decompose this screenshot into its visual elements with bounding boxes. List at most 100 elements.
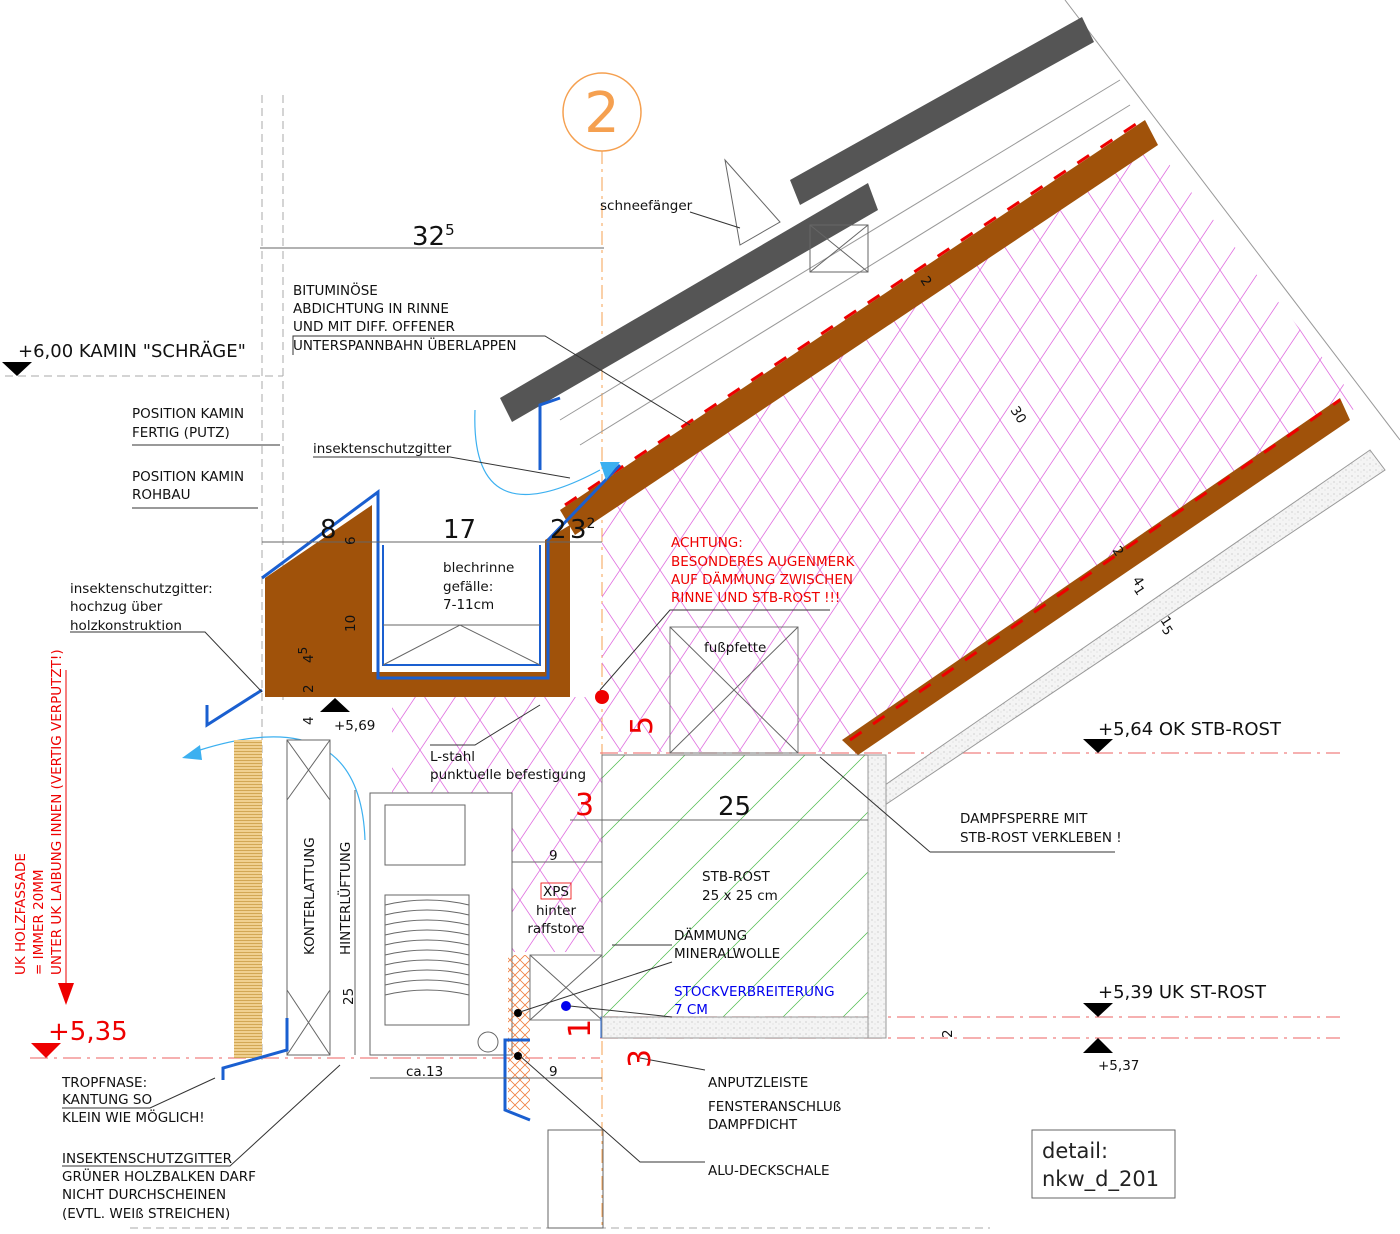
membrane-overlap: [546, 463, 622, 542]
svg-text:POSITION KAMIN: POSITION KAMIN: [132, 406, 244, 422]
svg-text:KLEIN WIE MÖGLICH!: KLEIN WIE MÖGLICH!: [62, 1108, 205, 1126]
dim-red-5: 5: [625, 716, 660, 735]
detail-marker-circle: [562, 72, 642, 152]
svg-text:INSEKTENSCHUTZGITTER: INSEKTENSCHUTZGITTER: [62, 1151, 232, 1167]
dim-2: 2: [550, 515, 567, 545]
drip-edge-top: [538, 396, 561, 470]
svg-text:ABDICHTUNG IN RINNE: ABDICHTUNG IN RINNE: [293, 301, 449, 317]
batten-line: [559, 79, 1121, 421]
dim-2b: 2: [301, 684, 317, 693]
airflow-arrow-top: [474, 409, 601, 495]
dim-red-3: 3: [575, 788, 594, 823]
note-insektenschutzgitter: insektenschutzgitter: [313, 441, 452, 457]
frame-cross: [529, 954, 603, 1021]
roof-insulation: [572, 140, 1360, 752]
svg-text:hochzug über: hochzug über: [70, 599, 163, 615]
level-marker-kamin: [2, 362, 32, 376]
svg-text:STOCKVERBREITERUNG: STOCKVERBREITERUNG: [674, 984, 835, 1000]
leader-lines: [62, 211, 1115, 1167]
svg-text:detail:: detail:: [1042, 1139, 1108, 1163]
detail-title-box: detail: nkw_d_201: [1031, 1129, 1176, 1199]
svg-text:L-stahl: L-stahl: [430, 749, 475, 765]
red-point: [595, 690, 609, 704]
dim-4: 4: [301, 716, 317, 725]
raffstore-lamellas: [384, 894, 470, 1026]
window-insulation: [508, 955, 530, 1110]
note-fensteranschluss: FENSTERANSCHLUß DAMPFDICHT: [708, 1099, 841, 1133]
note-xps: XPS hinter raffstore: [527, 882, 585, 937]
dim-3-2: 32: [570, 515, 595, 545]
svg-text:BITUMINÖSE: BITUMINÖSE: [293, 281, 378, 299]
level-569: +5,69: [334, 718, 375, 734]
leader-dot: [514, 1009, 522, 1017]
level-marker-535: [31, 1043, 61, 1058]
note-insekt-hochzug: insektenschutzgitter: hochzug über holzk…: [70, 581, 213, 634]
roof-tile-upper: [790, 17, 1094, 205]
level-marker-569: [320, 698, 350, 712]
svg-text:punktuelle befestigung: punktuelle befestigung: [430, 767, 586, 783]
level-marker-537: [1083, 1038, 1113, 1053]
concrete-beam: [601, 754, 869, 1018]
note-bitumen: BITUMINÖSE ABDICHTUNG IN RINNE UND MIT D…: [293, 281, 516, 354]
svg-text:25 x 25 cm: 25 x 25 cm: [702, 888, 778, 904]
vapour-barrier-upper: [564, 116, 1146, 507]
svg-text:ACHTUNG:: ACHTUNG:: [671, 535, 743, 551]
svg-text:= IMMER 20MM: = IMMER 20MM: [31, 869, 47, 975]
dim-ca-13: ca.13: [406, 1064, 443, 1080]
roof-tile-lower: [500, 183, 878, 422]
snow-guard: [724, 158, 869, 273]
svg-text:XPS: XPS: [543, 884, 569, 900]
dim-17: 17: [443, 515, 476, 545]
gutter-profile: [382, 624, 541, 666]
fusspfette-beam: [669, 626, 799, 754]
svg-text:GRÜNER HOLZBALKEN DARF: GRÜNER HOLZBALKEN DARF: [62, 1167, 256, 1185]
ceiling-slab: [601, 1016, 869, 1039]
alu-cover-shell: [503, 1038, 531, 1122]
dim-4-1: 41: [1125, 573, 1151, 598]
dim-4-5: 45: [296, 647, 317, 663]
wood-facade: [234, 740, 262, 1058]
lamella-lines: [384, 899, 470, 996]
svg-text:NICHT DURCHSCHEINEN: NICHT DURCHSCHEINEN: [62, 1187, 226, 1203]
note-uk-holzfassade: UK HOLZFASSADE = IMMER 20MM UNTER UK LAI…: [13, 649, 65, 975]
dim-25-beam: 25: [718, 792, 751, 822]
drip-nose: [221, 1018, 289, 1080]
svg-text:FENSTERANSCHLUß: FENSTERANSCHLUß: [708, 1099, 841, 1115]
drip-edge-mid: [205, 688, 263, 728]
level-ok-stb-rost: +5,64 OK STB-ROST: [1098, 719, 1282, 740]
svg-text:DÄMMUNG: DÄMMUNG: [674, 926, 747, 944]
svg-text:UNTERSPANNBAHN ÜBERLAPPEN: UNTERSPANNBAHN ÜBERLAPPEN: [293, 336, 516, 354]
svg-text:holzkonstruktion: holzkonstruktion: [70, 618, 182, 634]
note-blechrinne: blechrinne gefälle: 7-11cm: [443, 560, 514, 613]
dim-6: 6: [343, 536, 359, 545]
svg-text:nkw_d_201: nkw_d_201: [1042, 1167, 1159, 1192]
dim-9-bottom: 9: [549, 1064, 558, 1080]
note-dampfsperre: DAMPFSPERRE MIT STB-ROST VERKLEBEN !: [960, 811, 1122, 846]
svg-text:MINERALWOLLE: MINERALWOLLE: [674, 946, 780, 962]
dim-red-1: 1: [563, 1019, 598, 1038]
dim-8: 8: [320, 515, 337, 545]
svg-text:DAMPFDICHT: DAMPFDICHT: [708, 1117, 798, 1133]
window-sash: [547, 1129, 604, 1229]
fusspfette-cross: [669, 626, 799, 754]
gutter-membrane: [261, 489, 550, 680]
batten-line-2: [579, 104, 1131, 446]
dim-2-slab: 2: [940, 1029, 956, 1038]
note-konterlattung: KONTERLATTUNG: [302, 837, 318, 955]
dim-30: 30: [1007, 403, 1030, 426]
svg-text:7-11cm: 7-11cm: [443, 597, 494, 613]
dim-10: 10: [343, 615, 359, 632]
note-fusspfette: fußpfette: [704, 640, 766, 656]
level-marker-564: [1083, 739, 1113, 753]
concrete-wall: [867, 754, 887, 1039]
rafter-upper: [560, 120, 1158, 535]
dim-32-5: 325: [412, 221, 455, 252]
dim-25-box: 25: [341, 988, 357, 1005]
svg-text:RINNE UND STB-ROST !!!: RINNE UND STB-ROST !!!: [671, 590, 840, 606]
svg-text:STB-ROST: STB-ROST: [702, 869, 771, 885]
note-schneefaenger: schneefänger: [600, 198, 693, 214]
raffstore-box: [369, 792, 513, 1056]
dim-9-top: 9: [549, 848, 558, 864]
note-position-fertig: POSITION KAMIN FERTIG (PUTZ): [132, 406, 244, 441]
note-anputzleiste: ANPUTZLEISTE: [708, 1075, 808, 1091]
